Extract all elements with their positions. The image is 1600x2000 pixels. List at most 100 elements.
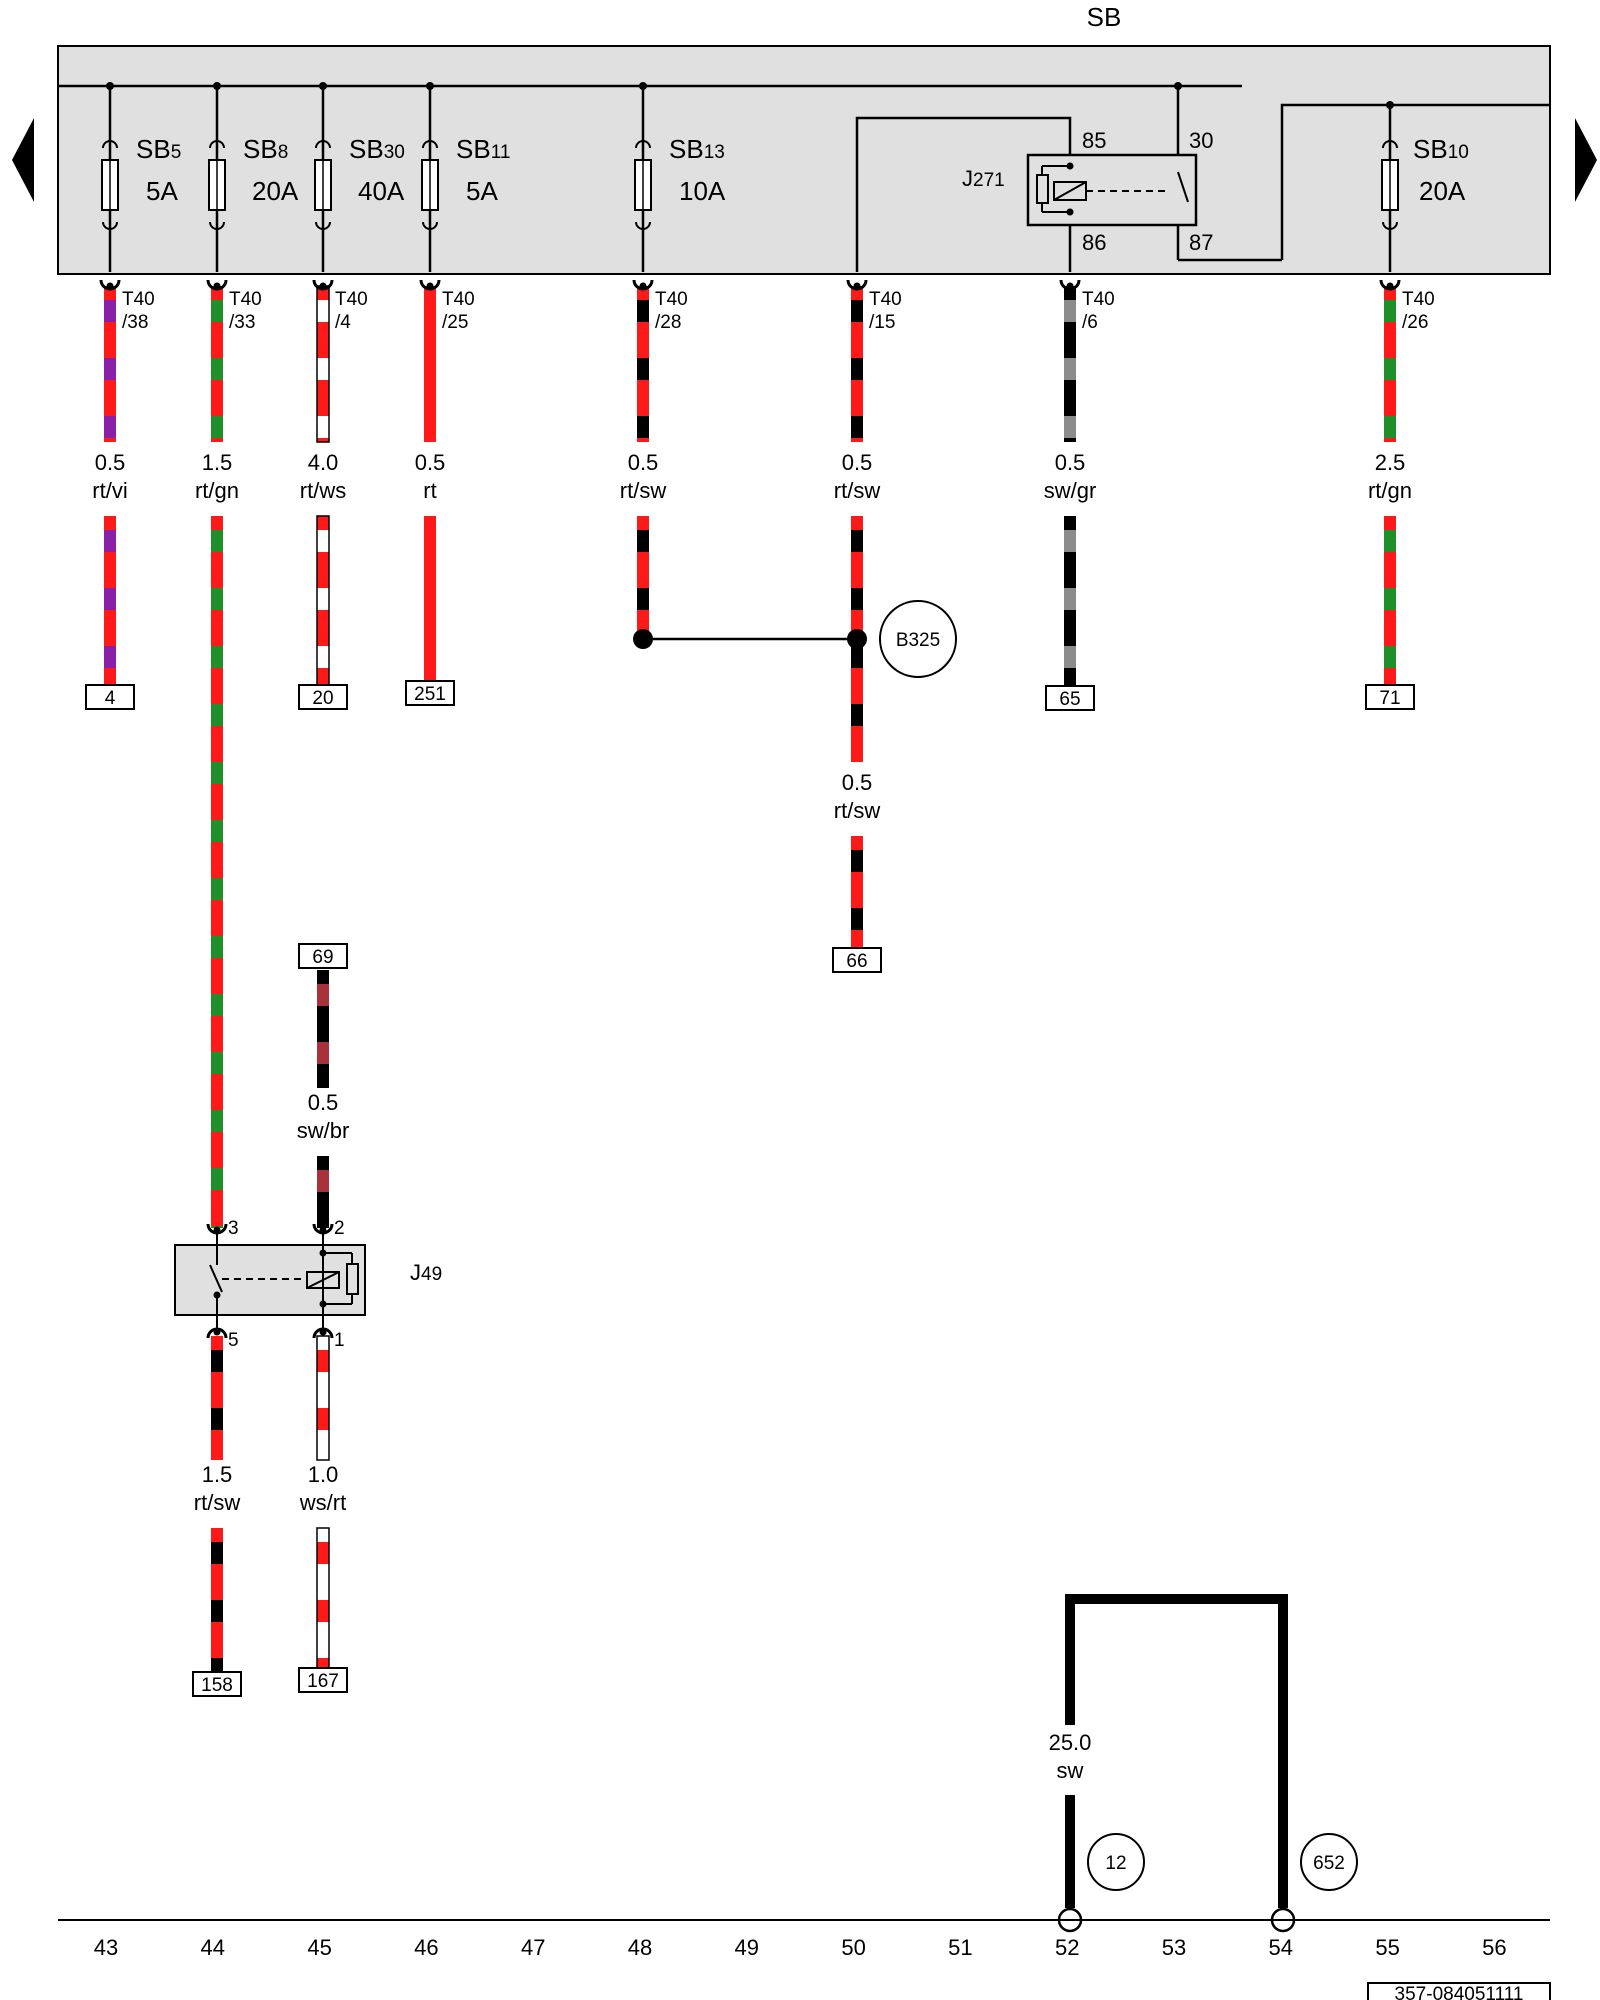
wire-segment xyxy=(211,1528,223,1674)
wire-segment xyxy=(211,286,223,442)
relay-j49-pin-2: 2 xyxy=(334,1218,345,1239)
svg-text:SB8: SB8 xyxy=(243,134,288,164)
svg-text:652: 652 xyxy=(1313,1853,1345,1874)
wire-segment xyxy=(1064,516,1076,692)
connector-clamp xyxy=(1379,279,1401,291)
ref-box: 69 xyxy=(298,943,348,969)
svg-text:0.5: 0.5 xyxy=(95,450,126,475)
svg-text:SB10: SB10 xyxy=(1413,134,1469,164)
connector-clamp xyxy=(312,1327,334,1339)
wire-spec-w45b: 0.5 sw/br xyxy=(297,1090,350,1143)
wire-segment xyxy=(424,516,436,688)
svg-text:5A: 5A xyxy=(146,176,178,206)
junction-dot xyxy=(633,629,653,649)
connector-t40-26: T40/26 xyxy=(1402,289,1435,333)
wire-spec-wgnd: 25.0sw xyxy=(1049,1730,1092,1783)
svg-text:65: 65 xyxy=(1059,689,1080,710)
ruler-label: 44 xyxy=(201,1935,225,1960)
svg-text:/6: /6 xyxy=(1082,312,1098,333)
ruler-label: 43 xyxy=(94,1935,118,1960)
relay-j271-pin-85: 85 xyxy=(1082,128,1106,153)
wire-segments xyxy=(104,285,1396,1674)
wire-spec-w52t: 0.5sw/gr xyxy=(1044,450,1097,503)
connector-clamp xyxy=(99,279,121,291)
wire-segment xyxy=(637,286,649,442)
fuse-sb5: SB5 5A xyxy=(136,134,181,206)
relay-j271-label: J271 xyxy=(962,166,1005,191)
svg-text:71: 71 xyxy=(1379,688,1400,709)
svg-text:1.0: 1.0 xyxy=(308,1462,339,1487)
svg-text:rt: rt xyxy=(423,478,436,503)
svg-text:T40: T40 xyxy=(1082,289,1115,310)
connector-t40-4: T40/4 xyxy=(335,289,368,333)
wire-segment xyxy=(851,286,863,442)
fuse-symbol xyxy=(314,140,332,230)
wire-spec-w43: 0.5 rt/vi xyxy=(92,450,127,503)
svg-text:rt/sw: rt/sw xyxy=(194,1490,241,1515)
ruler-label: 56 xyxy=(1482,1935,1506,1960)
wire-spec-w45c: 1.0 ws/rt xyxy=(299,1462,346,1515)
fuse-symbol xyxy=(208,140,226,230)
svg-text:25.0: 25.0 xyxy=(1049,1730,1092,1755)
wire-segment xyxy=(1064,286,1076,442)
relay-j271 xyxy=(855,86,1198,272)
svg-text:ws/rt: ws/rt xyxy=(299,1490,346,1515)
svg-text:10A: 10A xyxy=(679,176,726,206)
svg-text:/26: /26 xyxy=(1402,312,1428,333)
ruler-label: 55 xyxy=(1375,1935,1399,1960)
wire-segment xyxy=(104,516,116,692)
svg-text:0.5: 0.5 xyxy=(628,450,659,475)
connector-clamp xyxy=(1059,279,1081,291)
svg-text:0.5: 0.5 xyxy=(1055,450,1086,475)
fuse-panel xyxy=(57,45,1551,275)
junction-dot xyxy=(847,629,867,649)
svg-text:0.5: 0.5 xyxy=(842,770,873,795)
connector-clamp xyxy=(419,279,441,291)
fuse-sb13: SB13 10A xyxy=(669,134,726,206)
svg-text:4: 4 xyxy=(105,688,116,709)
wire-spec-w44: 1.5rt/gn xyxy=(195,450,239,503)
svg-text:4.0: 4.0 xyxy=(308,450,339,475)
ruler-label: 49 xyxy=(735,1935,759,1960)
connector-clamp xyxy=(632,279,654,291)
arrow-right-icon[interactable] xyxy=(1575,118,1597,202)
svg-text:/15: /15 xyxy=(869,312,895,333)
ref-box: 4 xyxy=(85,684,135,710)
svg-text:0.5: 0.5 xyxy=(308,1090,339,1115)
svg-text:rt/vi: rt/vi xyxy=(92,478,127,503)
wire-spec-w46: 0.5rt xyxy=(415,450,446,503)
svg-text:66: 66 xyxy=(846,951,867,972)
svg-text:T40: T40 xyxy=(1402,289,1435,310)
wire-segment xyxy=(104,286,116,442)
svg-text:T40: T40 xyxy=(229,289,262,310)
fuse-sb11: SB11 5A xyxy=(456,134,510,206)
svg-text:sw/br: sw/br xyxy=(297,1118,350,1143)
fuse-sb10: SB10 20A xyxy=(1413,134,1469,206)
ref-box: 20 xyxy=(298,684,348,710)
ruler-label: 53 xyxy=(1162,1935,1186,1960)
svg-text:20A: 20A xyxy=(252,176,299,206)
fuse-sb30: SB30 40A xyxy=(349,134,405,206)
connection-b325-label: B325 xyxy=(896,630,940,651)
ref-box: 71 xyxy=(1365,684,1415,710)
svg-text:T40: T40 xyxy=(335,289,368,310)
arrow-left-icon[interactable] xyxy=(12,118,34,202)
svg-text:158: 158 xyxy=(201,1675,233,1696)
wire-segment xyxy=(317,1156,329,1228)
svg-text:69: 69 xyxy=(312,947,333,968)
relay-j271-pin-87: 87 xyxy=(1189,230,1213,255)
fuse-symbol xyxy=(1381,140,1399,230)
bus-bar-sb10 xyxy=(1280,103,1550,260)
svg-text:0.5: 0.5 xyxy=(842,450,873,475)
svg-text:/25: /25 xyxy=(442,312,468,333)
ref-box: 66 xyxy=(832,947,882,973)
wire-segment xyxy=(317,970,329,1088)
fuse-bodies xyxy=(101,140,1399,230)
fuse-sb8: SB8 20A xyxy=(243,134,299,206)
svg-text:SB5: SB5 xyxy=(136,134,181,164)
wire-segment xyxy=(316,515,330,693)
fuse-symbol xyxy=(421,140,439,230)
connector-clamps xyxy=(99,279,1401,1339)
connector-clamp xyxy=(846,279,868,291)
